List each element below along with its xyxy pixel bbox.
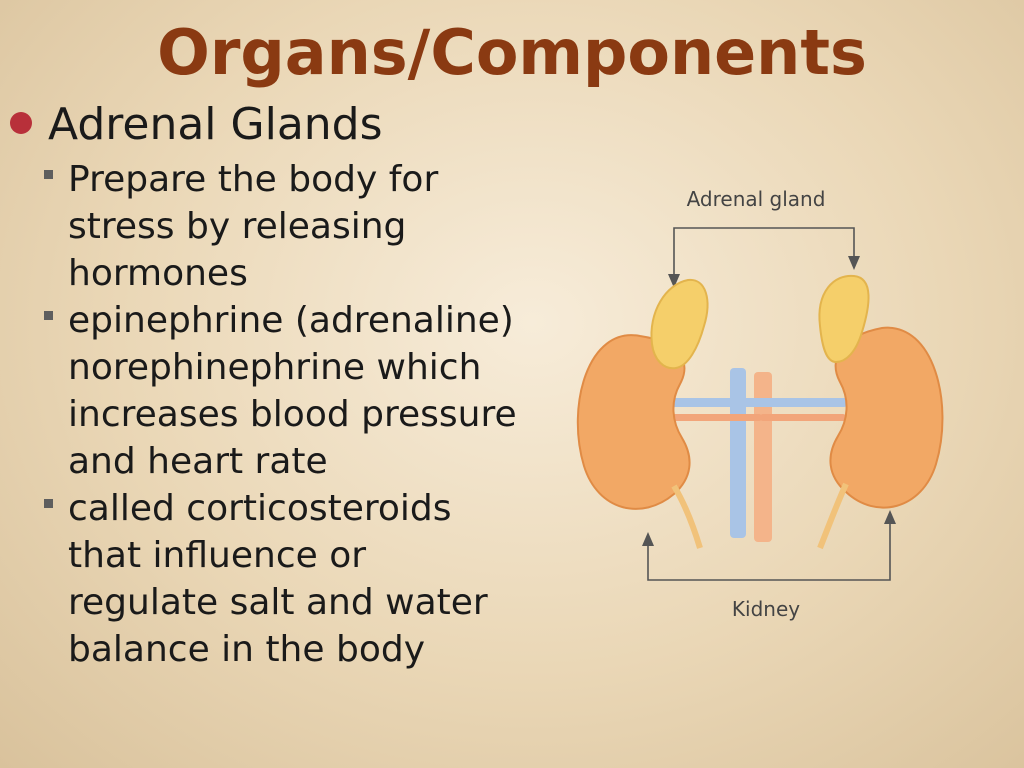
left-kidney: [576, 334, 691, 510]
sub-bullet-text: called corticosteroids that influence or…: [68, 488, 488, 670]
sub-bullet-list: Prepare the body for stress by releasing…: [44, 156, 524, 673]
kidney-pointer-lines: [647, 518, 891, 581]
arrow-down-icon: [848, 256, 860, 270]
sub-bullet: called corticosteroids that influence or…: [44, 485, 524, 673]
arrow-up-icon: [642, 532, 654, 546]
left-adrenal-gland: [650, 278, 709, 370]
square-bullet-icon: [44, 170, 53, 179]
slide-title: Organs/Components: [157, 16, 867, 89]
blood-vessels: [666, 368, 848, 542]
kidney-adrenal-diagram: Adrenal gland Kidney: [570, 176, 950, 636]
main-bullet-text: Adrenal Glands: [48, 99, 383, 150]
right-ureter: [817, 482, 849, 550]
sub-bullet-text: Prepare the body for stress by releasing…: [68, 159, 439, 294]
kidney-label: Kidney: [732, 597, 800, 621]
main-bullet: Adrenal Glands: [10, 98, 383, 152]
adrenal-pointer-lines: [673, 227, 855, 286]
arrow-up-icon: [884, 510, 896, 524]
left-ureter: [671, 484, 703, 549]
square-bullet-icon: [44, 311, 53, 320]
square-bullet-icon: [44, 499, 53, 508]
sub-bullet-text: epinephrine (adrenaline) norephinephrine…: [68, 300, 517, 482]
sub-bullet: Prepare the body for stress by releasing…: [44, 156, 524, 297]
diagram-svg: Adrenal gland Kidney: [576, 187, 944, 621]
bullet-dot-icon: [10, 112, 32, 134]
right-kidney: [829, 326, 944, 509]
adrenal-gland-label: Adrenal gland: [687, 187, 826, 211]
arrow-down-icon: [668, 274, 680, 288]
right-adrenal-gland: [818, 274, 870, 364]
sub-bullet: epinephrine (adrenaline) norephinephrine…: [44, 297, 524, 485]
